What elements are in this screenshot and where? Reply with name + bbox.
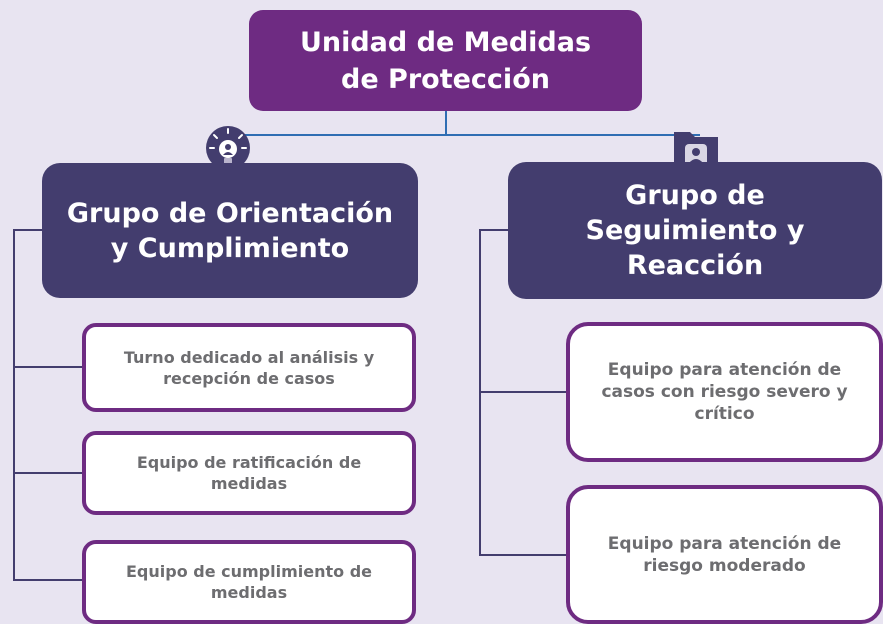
item-riesgo-moderado: Equipo para atención de riesgo moderado [566, 485, 883, 624]
item-ratificacion-medidas: Equipo de ratificación de medidas [82, 431, 416, 515]
item-text-line: medidas [210, 583, 288, 602]
lightbulb-person-icon [206, 126, 250, 170]
item-text-line: casos con riesgo severo y [601, 382, 848, 402]
group-right-title-line3: Reacción [626, 250, 764, 281]
item-text-line: Equipo para atención de [607, 533, 842, 554]
root-node-unidad: Unidad de Medidas de Protección [249, 10, 642, 111]
group-left-title-line2: y Cumplimiento [110, 232, 350, 264]
item-cumplimiento-medidas: Equipo de cumplimiento de medidas [82, 540, 416, 624]
root-title-line1: Unidad de Medidas [299, 26, 592, 58]
item-turno-analisis: Turno dedicado al análisis y recepción d… [82, 323, 416, 412]
item-text-line: crítico [694, 404, 755, 424]
item-text-line: Equipo para atención de [607, 360, 842, 380]
item-riesgo-severo-critico: Equipo para atención de casos con riesgo… [566, 322, 883, 462]
item-text-line: Equipo de ratificación de [136, 453, 362, 472]
item-text-line: Equipo de cumplimiento de [125, 562, 373, 581]
group-left-title-line1: Grupo de Orientación [66, 197, 394, 229]
group-seguimiento-reaccion: Grupo de Seguimiento y Reacción [508, 162, 882, 299]
group-right-title-line2: Seguimiento y [585, 215, 805, 246]
item-text-line: medidas [210, 474, 288, 493]
group-orientacion-cumplimiento: Grupo de Orientación y Cumplimiento [42, 163, 418, 298]
root-title-line2: de Protección [341, 63, 550, 95]
item-text-line: riesgo moderado [643, 555, 806, 576]
group-right-title-line1: Grupo de [625, 180, 765, 211]
item-text-line: Turno dedicado al análisis y [123, 347, 375, 367]
item-text-line: recepción de casos [163, 368, 335, 388]
